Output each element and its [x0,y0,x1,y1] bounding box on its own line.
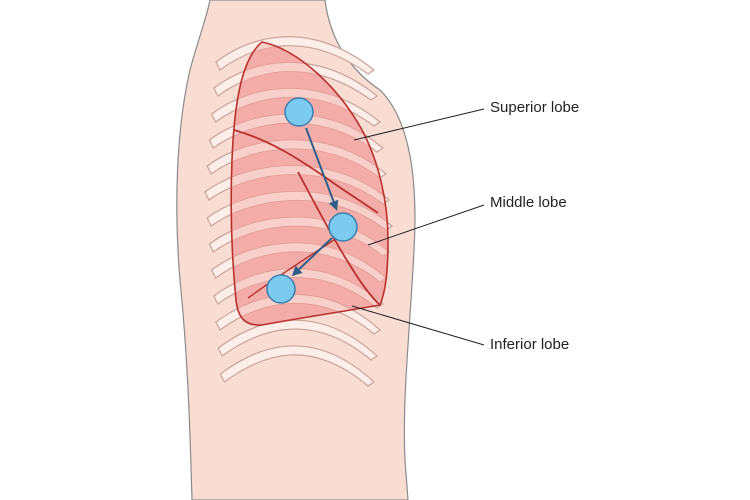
circle-marker-middle [328,212,358,242]
leader-lines [351,108,485,346]
leader-line-inferior [351,305,485,346]
lung-rib [231,294,381,326]
circle-marker-superior [284,97,314,127]
horizontal-fissure [233,129,379,214]
label-inferior-lobe: Inferior lobe [490,336,570,353]
lung [230,41,389,326]
lung-rib [231,190,388,231]
arrow-down-left-icon [291,237,333,277]
leader-line-superior [353,108,485,141]
oblique-fissure [297,171,381,306]
label-superior-lobe: Superior lobe [490,99,580,116]
lung-outline [230,41,389,326]
circle-marker-inferior [266,274,296,304]
rib [219,345,375,387]
lung-rib [231,165,388,205]
arrow-down-icon [305,127,339,211]
leader-line-middle [367,204,485,246]
label-middle-lobe: Middle lobe [490,194,567,211]
